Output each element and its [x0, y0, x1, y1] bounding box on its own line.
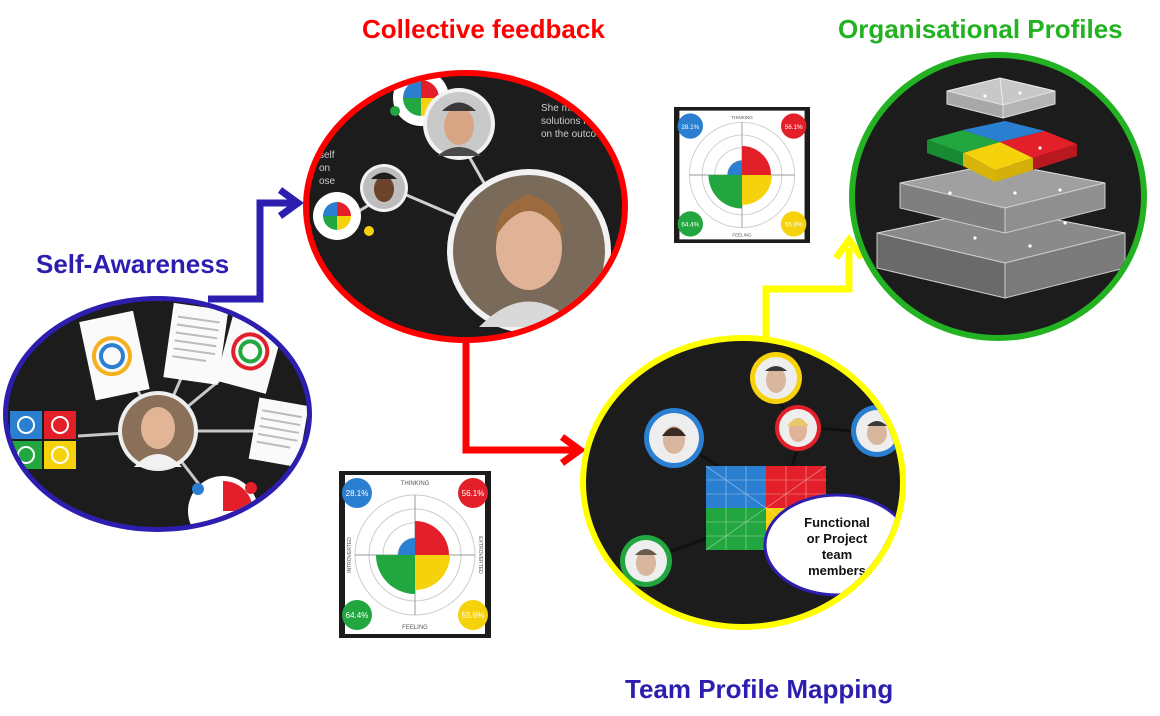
small-top-left-value: 28.1% [681, 124, 699, 131]
pyramid-tier-middle [899, 162, 1106, 234]
mini-chart-left [313, 192, 374, 240]
title-organisational-profiles: Organisational Profiles [838, 14, 1123, 44]
avatar-team-left [644, 408, 704, 468]
avatar-woman-center [118, 391, 198, 471]
pyramid-tier-top [946, 77, 1056, 119]
profile-chart-small: 28.1% 56.1% 64.4% 55.6% THINKING FEELING [674, 107, 810, 243]
report-page-4 [248, 397, 307, 468]
team-mapping-illustration: Functional or Project team members [598, 352, 900, 624]
report-page-2 [163, 302, 229, 385]
quadrant-tiles [10, 411, 76, 469]
bubble-line-2: or Project [807, 531, 868, 546]
team-quadrant-grid [705, 465, 827, 551]
title-collective-feedback: Collective feedback [362, 14, 605, 44]
snippet-line-3: on the outco [541, 129, 596, 140]
arrow-yellow [762, 248, 853, 338]
avatar-woman-large [447, 169, 611, 333]
avatar-team-bottom-left [620, 535, 672, 587]
collective-feedback-circle: She may solutions re on the outco self o… [303, 70, 628, 343]
snippet-line-1: She may [541, 103, 580, 114]
avatar-young-man [360, 164, 408, 212]
large-axis-bottom: FEELING [402, 625, 428, 631]
snippet-line-2: solutions re [541, 116, 593, 127]
large-bottom-left-value: 64.4% [346, 611, 369, 620]
arrow-yellow-head [833, 234, 865, 261]
arrow-blue [208, 199, 292, 303]
collective-feedback-illustration: She may solutions re on the outco self o… [313, 76, 611, 333]
self-awareness-circle [3, 296, 312, 532]
report-page-1 [79, 310, 150, 401]
title-team-profile-mapping: Team Profile Mapping [625, 674, 894, 704]
large-axis-top: THINKING [401, 481, 430, 487]
title-self-awareness: Self-Awareness [36, 249, 230, 279]
small-top-right-value: 56.1% [785, 124, 803, 131]
large-axis-right: EXTROVERTED [477, 536, 483, 574]
snippet-side-3: ose [319, 176, 336, 187]
bubble-line-4: members [808, 563, 866, 578]
avatar-team-top [750, 352, 802, 404]
large-axis-left: INTROVERTED [347, 537, 353, 573]
self-awareness-illustration [10, 302, 307, 527]
arrow-blue-head [277, 187, 304, 219]
small-bottom-left-value: 64.4% [681, 222, 699, 229]
avatar-team-woman-red [775, 405, 821, 451]
team-members-bubble [763, 493, 900, 597]
arrow-red [462, 340, 574, 454]
pyramid-tier-bottom [876, 207, 1126, 299]
snippet-side-1: self [319, 150, 335, 161]
bubble-line-1: Functional [804, 515, 870, 530]
large-bottom-right-value: 55.6% [462, 611, 485, 620]
pyramid-illustration [876, 77, 1126, 299]
pyramid-tier-coloured [927, 121, 1077, 182]
small-axis-bottom: FEELING [732, 233, 752, 238]
avatar-man-cap [423, 88, 495, 160]
large-top-right-value: 56.1% [462, 489, 485, 498]
team-mapping-circle: Functional or Project team members [580, 335, 906, 630]
snippet-side-2: on [319, 163, 330, 174]
bubble-line-3: team [822, 547, 852, 562]
profile-chart-large: 28.1% 56.1% 64.4% 55.6% THINKING FEELING… [339, 471, 491, 638]
small-bottom-right-value: 55.6% [785, 222, 803, 229]
organisational-profiles-circle [849, 52, 1147, 341]
arrow-red-head [559, 434, 586, 466]
large-top-left-value: 28.1% [346, 489, 369, 498]
small-axis-top: THINKING [731, 115, 753, 120]
